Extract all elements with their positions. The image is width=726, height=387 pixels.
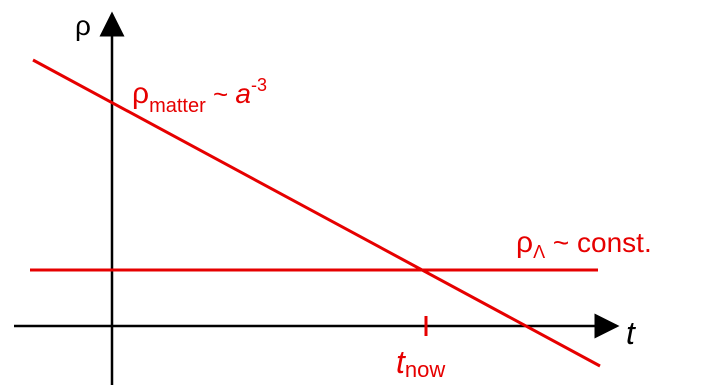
y-axis-label: ρ <box>75 10 91 41</box>
lambda-density-label: ρΛ ~ const. <box>516 226 652 262</box>
x-axis-label: t <box>626 315 636 351</box>
matter-density-label: ρmatter ~ a-3 <box>132 75 267 117</box>
matter-density-line <box>32 58 601 368</box>
t-now-label: tnow <box>396 344 445 382</box>
